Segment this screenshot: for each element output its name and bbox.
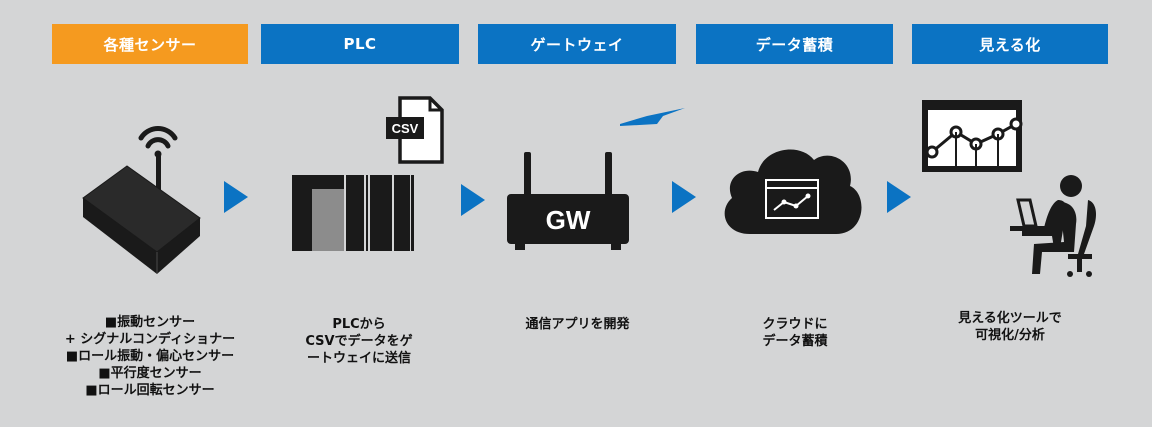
step-header-gateway: ゲートウェイ bbox=[478, 24, 676, 64]
step-description-gateway: 通信アプリを開発 bbox=[480, 316, 675, 333]
sensor-device-icon bbox=[82, 126, 201, 274]
description-line: ■ロール回転センサー bbox=[85, 383, 215, 398]
plc-icon: CSV bbox=[292, 96, 444, 251]
description-line: CSVでデータをゲ bbox=[305, 334, 413, 349]
step-header-sensors: 各種センサー bbox=[52, 24, 248, 64]
description-line: ■平行度センサー bbox=[98, 366, 202, 381]
description-line: 通信アプリを開発 bbox=[525, 317, 630, 332]
step-header-data-storage: データ蓄積 bbox=[696, 24, 893, 64]
flow-arrow-2 bbox=[461, 184, 485, 216]
flow-arrow-1 bbox=[224, 181, 248, 213]
step-header-plc: PLC bbox=[261, 24, 459, 64]
description-line: データ蓄積 bbox=[762, 334, 828, 349]
description-line: ■振動センサー bbox=[104, 315, 196, 330]
step-description-plc: PLCから CSVでデータをゲ ートウェイに送信 bbox=[264, 316, 454, 367]
description-line: PLCから bbox=[332, 317, 386, 332]
description-line: クラウドに bbox=[762, 317, 828, 332]
description-line: 見える化ツールで bbox=[958, 311, 1062, 326]
gateway-router-icon: GW bbox=[507, 108, 685, 250]
step-description-sensors: ■振動センサー + シグナルコンディショナー ■ロール振動・偏心センサー ■平行… bbox=[50, 314, 250, 399]
description-line: + シグナルコンディショナー bbox=[64, 332, 236, 347]
description-line: 可視化/分析 bbox=[975, 328, 1045, 343]
gw-label: GW bbox=[546, 205, 591, 235]
flow-arrow-3 bbox=[672, 181, 696, 213]
step-header-visualization: 見える化 bbox=[912, 24, 1108, 64]
step-description-data-storage: クラウドに データ蓄積 bbox=[700, 316, 890, 350]
step-description-visualization: 見える化ツールで 可視化/分析 bbox=[900, 310, 1120, 344]
flow-arrow-4 bbox=[887, 181, 911, 213]
description-line: ートウェイに送信 bbox=[306, 351, 411, 366]
visualization-user-icon bbox=[922, 100, 1096, 277]
csv-label: CSV bbox=[392, 121, 419, 136]
description-line: ■ロール振動・偏心センサー bbox=[65, 349, 235, 364]
cloud-storage-icon bbox=[724, 149, 862, 234]
